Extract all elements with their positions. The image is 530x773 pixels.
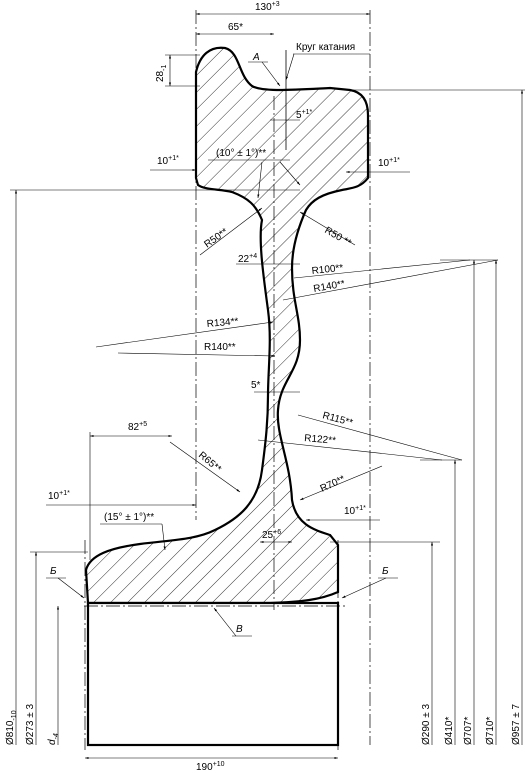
dim-10-right: 10+1* xyxy=(378,157,400,169)
dim-10-left: 10+1* xyxy=(157,155,179,167)
dim-65: 65* xyxy=(228,22,243,33)
radius-r50-right: R50 ** xyxy=(323,225,354,249)
rolling-circle-label: Круг катания xyxy=(296,42,355,53)
radius-r140-mid: R140** xyxy=(204,342,236,353)
radius-r122: R122** xyxy=(304,433,337,447)
dim-22: 22+4 xyxy=(238,253,257,265)
dim-25: 25+6 xyxy=(262,529,281,541)
radius-r140-top: R140** xyxy=(313,279,346,295)
dim-h28: 28-1 xyxy=(155,65,168,82)
dia-957: Ø957 ± 7 xyxy=(511,703,522,745)
dia-273: Ø273 ± 3 xyxy=(25,703,36,745)
radius-r134: R134** xyxy=(206,316,239,330)
dim-angle-15: (15° ± 1°)** xyxy=(104,512,154,523)
dim-82: 82+5 xyxy=(128,421,147,433)
dia-290: Ø290 ± 3 xyxy=(421,703,432,745)
dim-10-lower-left: 10+1* xyxy=(48,490,70,502)
dim-width-190: 190+10 xyxy=(196,761,225,773)
dia-707: Ø707* xyxy=(463,717,474,745)
bore-d: d-4 xyxy=(47,733,60,745)
label-B-right: Б xyxy=(382,566,389,577)
radius-r100: R100** xyxy=(311,263,344,277)
dim-5-mid: 5* xyxy=(251,380,261,391)
label-B-left: Б xyxy=(50,566,57,577)
radius-r50-left: R50** xyxy=(202,226,230,250)
dim-5-top: 5+1* xyxy=(296,109,313,121)
wheel-section xyxy=(84,46,370,605)
dim-width-130: 130+3 xyxy=(255,1,280,13)
dia-410: Ø410* xyxy=(444,717,455,745)
label-V: В xyxy=(236,624,243,635)
dia-810: Ø810-10 xyxy=(5,710,18,745)
label-A: А xyxy=(252,52,260,63)
hub-section xyxy=(86,601,340,747)
dim-angle-10: (10° ± 1°)** xyxy=(216,148,266,159)
dim-10-lower-right: 10+1* xyxy=(344,505,366,517)
dia-710: Ø710* xyxy=(485,717,496,745)
radius-r70: R70** xyxy=(319,474,347,495)
radius-r65: R65** xyxy=(196,450,223,475)
